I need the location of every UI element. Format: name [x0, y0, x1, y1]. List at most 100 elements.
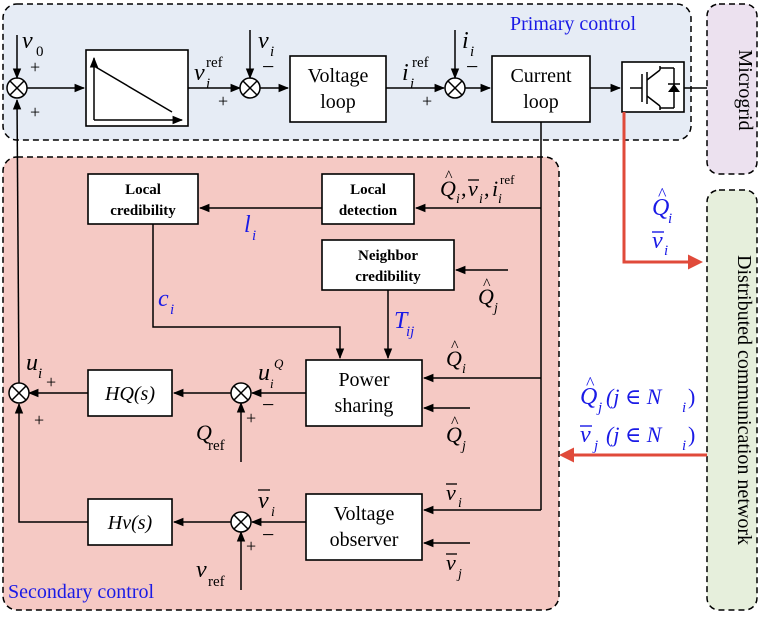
current-loop-line2: loop — [523, 91, 559, 113]
neighbor-q-input-label: Q ^ j — [478, 276, 498, 316]
v0-sub: 0 — [36, 44, 44, 60]
sign-minus-2: − — [466, 54, 478, 79]
ui-sub: i — [38, 366, 42, 382]
local-credibility-line1: Local — [125, 182, 161, 198]
svg-text:j: j — [492, 301, 498, 316]
svg-text:v: v — [468, 176, 478, 201]
hv-transfer-block — [87, 498, 173, 546]
detection-input-label: Q ^ i , v i , i i ref — [440, 168, 515, 207]
power-sharing-qj-label: Q ^ j — [446, 414, 466, 454]
svg-text:i: i — [498, 192, 502, 207]
svg-text:Q: Q — [580, 384, 597, 410]
network-label: Distributed communication network — [733, 255, 755, 545]
voltage-observer-block — [305, 493, 423, 561]
ii-ref-sub: i — [410, 76, 414, 92]
uiq-label: u i Q — [258, 356, 284, 391]
svg-text:Q: Q — [478, 284, 494, 309]
voltage-loop-block — [289, 55, 387, 123]
svg-text:i: i — [664, 243, 668, 259]
voltage-loop-line1: Voltage — [308, 65, 369, 87]
svg-text:^: ^ — [451, 414, 459, 431]
secondary-control-region — [2, 156, 560, 611]
sign-plus-3: + — [218, 91, 228, 111]
svg-text:): ) — [688, 384, 695, 409]
svg-text:u: u — [258, 360, 270, 386]
svg-text:i: i — [682, 400, 686, 416]
red-arrow-to-network — [622, 112, 703, 270]
ii-ref-sup: ref — [412, 55, 429, 71]
qref-sub: ref — [208, 438, 225, 454]
observer-vj-input-label: v j — [446, 550, 462, 582]
neighbor-credibility-line1: Neighbor — [358, 248, 418, 264]
svg-text:i: i — [270, 376, 274, 391]
svg-text:v: v — [580, 422, 591, 448]
svg-text:j: j — [596, 400, 602, 416]
local-credibility-line2: credibility — [110, 203, 176, 219]
hq-transfer-block — [87, 369, 173, 417]
microgrid-region — [706, 3, 758, 175]
power-sharing-qi-label: Q ^ i — [446, 338, 466, 377]
igbt-switch-icon — [621, 61, 685, 113]
power-sharing-line1: Power — [338, 369, 389, 391]
voltage-observer-line1: Voltage — [334, 503, 395, 525]
voltage-loop-line2: loop — [320, 91, 356, 113]
vi-ref-label: v — [194, 60, 205, 86]
neighbor-credibility-block — [321, 239, 455, 291]
svg-text:v: v — [258, 488, 269, 514]
svg-text:j: j — [456, 567, 462, 582]
sum-junction-droop — [6, 77, 28, 99]
svg-text:Q: Q — [446, 422, 462, 447]
ii-sub: i — [470, 44, 474, 60]
neighbor-credibility-line2: credibility — [355, 269, 421, 285]
sum-junction-q — [230, 382, 252, 404]
sum-junction-current — [444, 77, 466, 99]
svg-text:^: ^ — [658, 184, 667, 204]
ci-sub: i — [170, 302, 174, 318]
svg-text:(j ∈ N: (j ∈ N — [606, 384, 663, 409]
v0-label: v — [22, 28, 33, 54]
observer-vi-input-label: v i — [446, 480, 462, 511]
network-region — [706, 189, 758, 611]
svg-text:i: i — [456, 192, 460, 207]
power-sharing-block — [305, 359, 423, 427]
sign-plus-1: + — [30, 57, 40, 77]
sign-plus-4: + — [422, 91, 432, 111]
svg-text:^: ^ — [586, 373, 595, 393]
sign-plus-7: + — [34, 410, 44, 430]
svg-text:Q: Q — [274, 356, 284, 371]
svg-text:v: v — [652, 228, 663, 254]
vref-label: v — [196, 557, 207, 583]
svg-text:v: v — [446, 480, 456, 505]
power-sharing-line2: sharing — [335, 395, 394, 417]
sign-plus-6: + — [46, 372, 56, 392]
svg-text:ref: ref — [500, 172, 515, 187]
sign-minus-3: − — [262, 392, 274, 417]
local-detection-block — [321, 173, 415, 225]
local-credibility-block — [87, 173, 199, 225]
sign-plus-8: + — [246, 536, 256, 556]
svg-text:^: ^ — [451, 338, 459, 355]
svg-text:Q: Q — [440, 176, 456, 201]
ii-ref-label: i — [402, 60, 409, 86]
ci-label: c — [158, 286, 169, 312]
li-sub: i — [252, 228, 256, 244]
tij-label: T — [394, 308, 409, 334]
red-arrow-label-in: Q ^ j (j ∈ N i ) v j (j ∈ N i ) — [580, 373, 695, 454]
svg-text:i: i — [458, 496, 462, 511]
vi-ref-sup: ref — [206, 55, 223, 71]
svg-text:): ) — [688, 422, 695, 447]
hv-label: Hv(s) — [107, 512, 153, 534]
current-loop-block — [491, 55, 591, 123]
hq-label: HQ(s) — [104, 383, 155, 405]
svg-text:Q: Q — [652, 195, 669, 221]
svg-text:i: i — [492, 176, 498, 201]
svg-text:,: , — [461, 176, 467, 201]
li-label: l — [244, 212, 251, 238]
svg-text:i: i — [271, 505, 275, 520]
svg-text:Q: Q — [446, 346, 462, 371]
vi-label: v — [258, 28, 269, 54]
svg-text:^: ^ — [483, 276, 491, 293]
sign-plus-2: + — [30, 102, 40, 122]
svg-text:i: i — [479, 192, 483, 207]
red-arrow-label-out: Q ^ i v i — [652, 184, 672, 259]
